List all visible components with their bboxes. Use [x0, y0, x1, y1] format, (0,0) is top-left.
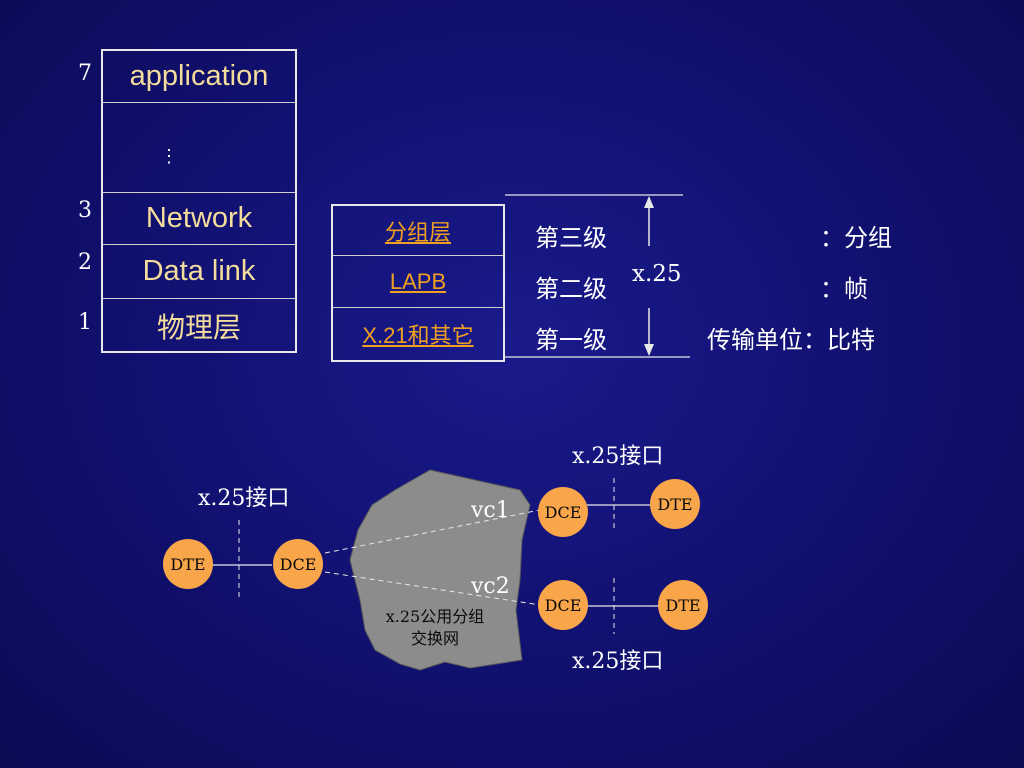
x25-packet-layer-link[interactable]: 分组层: [333, 206, 503, 256]
level-three-label: 第三级: [535, 224, 607, 252]
node-label-dce-bottom: DCE: [544, 596, 582, 615]
interface-label-left: x.25接口: [198, 486, 290, 511]
layer-number-2: 2: [78, 250, 92, 275]
node-label-dce-top: DCE: [544, 503, 582, 522]
layer-network: Network: [103, 193, 295, 245]
layer-number-3: 3: [78, 198, 92, 223]
unit-bit: 传输单位：比特: [707, 326, 875, 354]
node-dce-top: [538, 487, 588, 537]
interface-label-top-right: x.25接口: [572, 444, 664, 469]
x25-physical-link[interactable]: X.21和其它: [362, 323, 474, 348]
node-dce-bottom: [538, 580, 588, 630]
layer-number-7: 7: [78, 61, 92, 86]
x25-span-label: x.25: [632, 261, 682, 287]
node-dce-left: [273, 539, 323, 589]
level-two-label: 第二级: [535, 275, 607, 303]
cloud-label-line2: 交换网: [410, 629, 459, 648]
network-cloud-shape: [349, 469, 531, 671]
node-dte-left: [163, 539, 213, 589]
node-dte-bottom: [658, 580, 708, 630]
node-label-dte-bottom: DTE: [665, 596, 701, 615]
vc1-label: vc1: [471, 498, 510, 523]
node-label-dte-left: DTE: [170, 555, 206, 574]
layer-physical: 物理层: [156, 311, 241, 344]
layer-application: application: [103, 51, 295, 103]
level-one-label: 第一级: [535, 326, 607, 354]
virtual-circuit-2: [324, 571, 541, 606]
arrow-up-head: [644, 196, 654, 208]
vc2-label: vc2: [471, 574, 510, 599]
node-label-dte-top: DTE: [657, 495, 693, 514]
unit-packet: ：分组: [820, 224, 892, 252]
virtual-circuit-1: [324, 509, 541, 554]
x25-protocol-table: 分组层 LAPB X.21和其它: [331, 204, 505, 362]
arrow-down-head: [644, 344, 654, 356]
interface-label-bottom-right: x.25接口: [572, 649, 664, 674]
cloud-label-line1: x.25公用分组: [385, 607, 485, 626]
layer-data-link: Data link: [103, 245, 295, 299]
cloud-label: x.25公用分组 交换网: [368, 606, 502, 650]
unit-frame: ：帧: [820, 275, 868, 303]
layer-ellipsis-cell: [103, 103, 295, 193]
node-dte-top: [650, 479, 700, 529]
x25-lapb-link[interactable]: LAPB: [333, 256, 503, 308]
node-label-dce-left: DCE: [279, 555, 317, 574]
osi-layer-stack: application Network Data link 物理层: [101, 49, 297, 353]
layer-number-1: 1: [78, 310, 92, 335]
